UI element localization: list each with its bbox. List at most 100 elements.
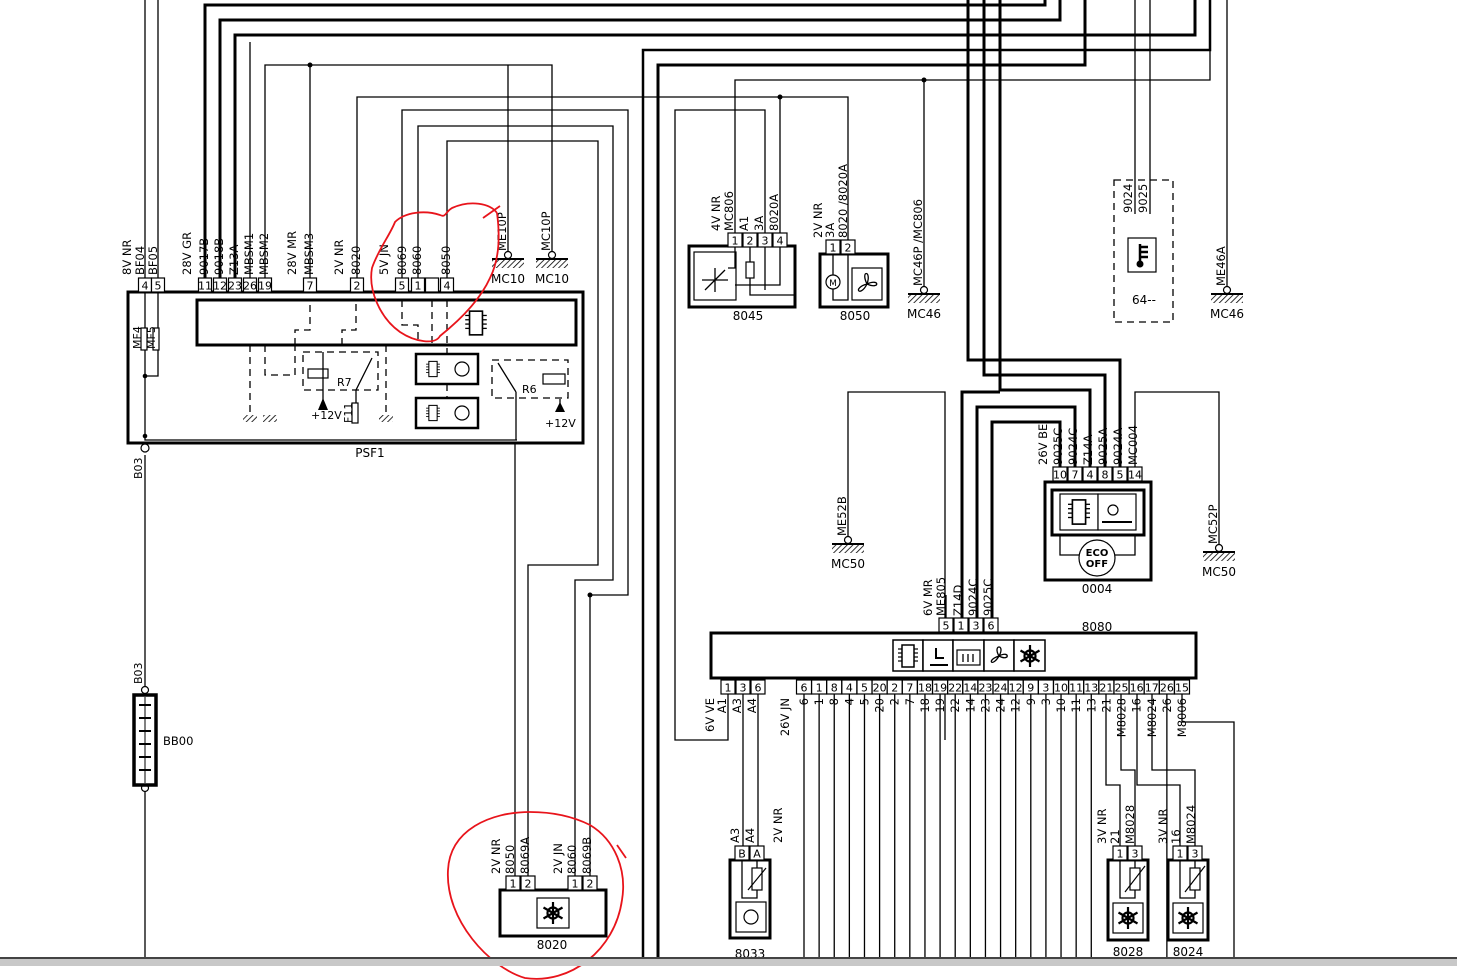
wire-label: M8028 [1115,698,1129,737]
connector-pin[interactable] [1173,679,1191,695]
wire-label: 13 [1084,698,1098,713]
wire-label: 6V VE [703,698,717,732]
pin-number: 20 [873,682,887,695]
connector-pin[interactable] [720,679,736,695]
wire-label: A1 [737,216,751,231]
connector-pin[interactable] [750,679,766,695]
connector-pin[interactable] [735,679,751,695]
connector-pin[interactable] [727,232,743,248]
connector-pin[interactable] [424,277,440,293]
connector-pin[interactable] [953,617,969,633]
ground-wire-label: ME46A [1214,246,1228,286]
connector-pin[interactable] [1112,466,1128,482]
connector-pin[interactable] [968,617,984,633]
connector-pin[interactable] [227,277,243,293]
pin-number: 7 [906,682,913,695]
connector-pin[interactable] [1112,845,1128,861]
connector-pin[interactable] [257,277,273,293]
fuse-f11 [351,402,359,424]
connector-pin[interactable] [505,875,521,891]
connector-pin[interactable] [938,617,954,633]
pin-number: 1 [958,620,965,633]
connector-pin[interactable] [302,277,318,293]
connector-pin[interactable] [1097,466,1113,482]
ground-wire-label: ME52B [835,496,849,536]
wire-label: M8006 [1175,698,1189,737]
wire-label: 9025A [1096,428,1110,465]
connector-pin[interactable] [1067,466,1083,482]
connector-pin[interactable] [197,277,213,293]
connector-pin[interactable] [825,239,841,255]
connector-pin[interactable] [582,875,598,891]
connector-pin[interactable] [1052,466,1068,482]
wire-label: 28V GR [180,232,194,275]
connector-pin[interactable] [567,875,583,891]
wire-label: 9 [1024,698,1038,705]
wire-label: 3A [752,216,766,231]
wire-label: 19 [933,698,947,713]
connector-pin[interactable] [742,232,758,248]
connector-pin[interactable] [1127,845,1143,861]
pin-number: 5 [399,280,406,293]
pin-number: 14 [1128,469,1142,482]
wire-label: 2V NR [489,839,503,874]
connector-pin[interactable] [1082,466,1098,482]
connector-pin[interactable] [349,277,365,293]
connector-pin[interactable] [394,277,410,293]
wire-label: 26 [1160,698,1174,713]
wire-label: 3V NR [1095,809,1109,844]
pin-number: 7 [1072,469,1079,482]
red-annotations [370,202,627,980]
wire-label: 3V NR [1156,809,1170,844]
wire-label: 2V NR [332,240,346,275]
component-label: 0004 [1082,582,1113,596]
connector-pin[interactable] [212,277,228,293]
connector-pin[interactable] [1187,845,1203,861]
ground-label: MC10 [491,272,525,286]
ground-label: MC10 [535,272,569,286]
pin-number: 5 [861,682,868,695]
connector-pin[interactable] [520,875,536,891]
pin-number: 9 [1027,682,1034,695]
connector-pin[interactable] [242,277,258,293]
connector-pin[interactable] [439,277,455,293]
battery-bb00[interactable]: BB00 B03 B03 [132,457,193,793]
wire-label: 11 [1069,698,1083,713]
connector-pin[interactable] [410,277,426,293]
wire-label: 8050 [503,845,517,874]
connector-pin[interactable] [734,845,750,861]
connector-pin[interactable] [983,617,999,633]
fuse-f11-label: F11 [342,403,355,423]
pin-number: 2 [587,878,594,891]
component-64[interactable]: 64-- 9024 9025 [1113,179,1174,323]
relay-r6 [491,359,569,399]
pin-number: 2 [354,280,361,293]
connector-pin[interactable] [749,845,765,861]
wire-label: 20 [873,698,887,713]
connector-pin[interactable] [772,232,788,248]
connector-pin[interactable] [840,239,856,255]
connector-pin[interactable] [757,232,773,248]
connector-pin[interactable] [1172,845,1188,861]
wire-label: 8069 [395,246,409,275]
wire-label: 9025C [981,579,995,616]
pin-number: 1 [732,235,739,248]
wire-label: 2V NR [811,203,825,238]
pin-number: 6 [755,682,762,695]
connector-pin[interactable] [1127,466,1143,482]
fuse-mf5 [152,327,160,351]
wire-label: 9024C [1066,428,1080,465]
eco-off-button[interactable] [1078,539,1116,577]
